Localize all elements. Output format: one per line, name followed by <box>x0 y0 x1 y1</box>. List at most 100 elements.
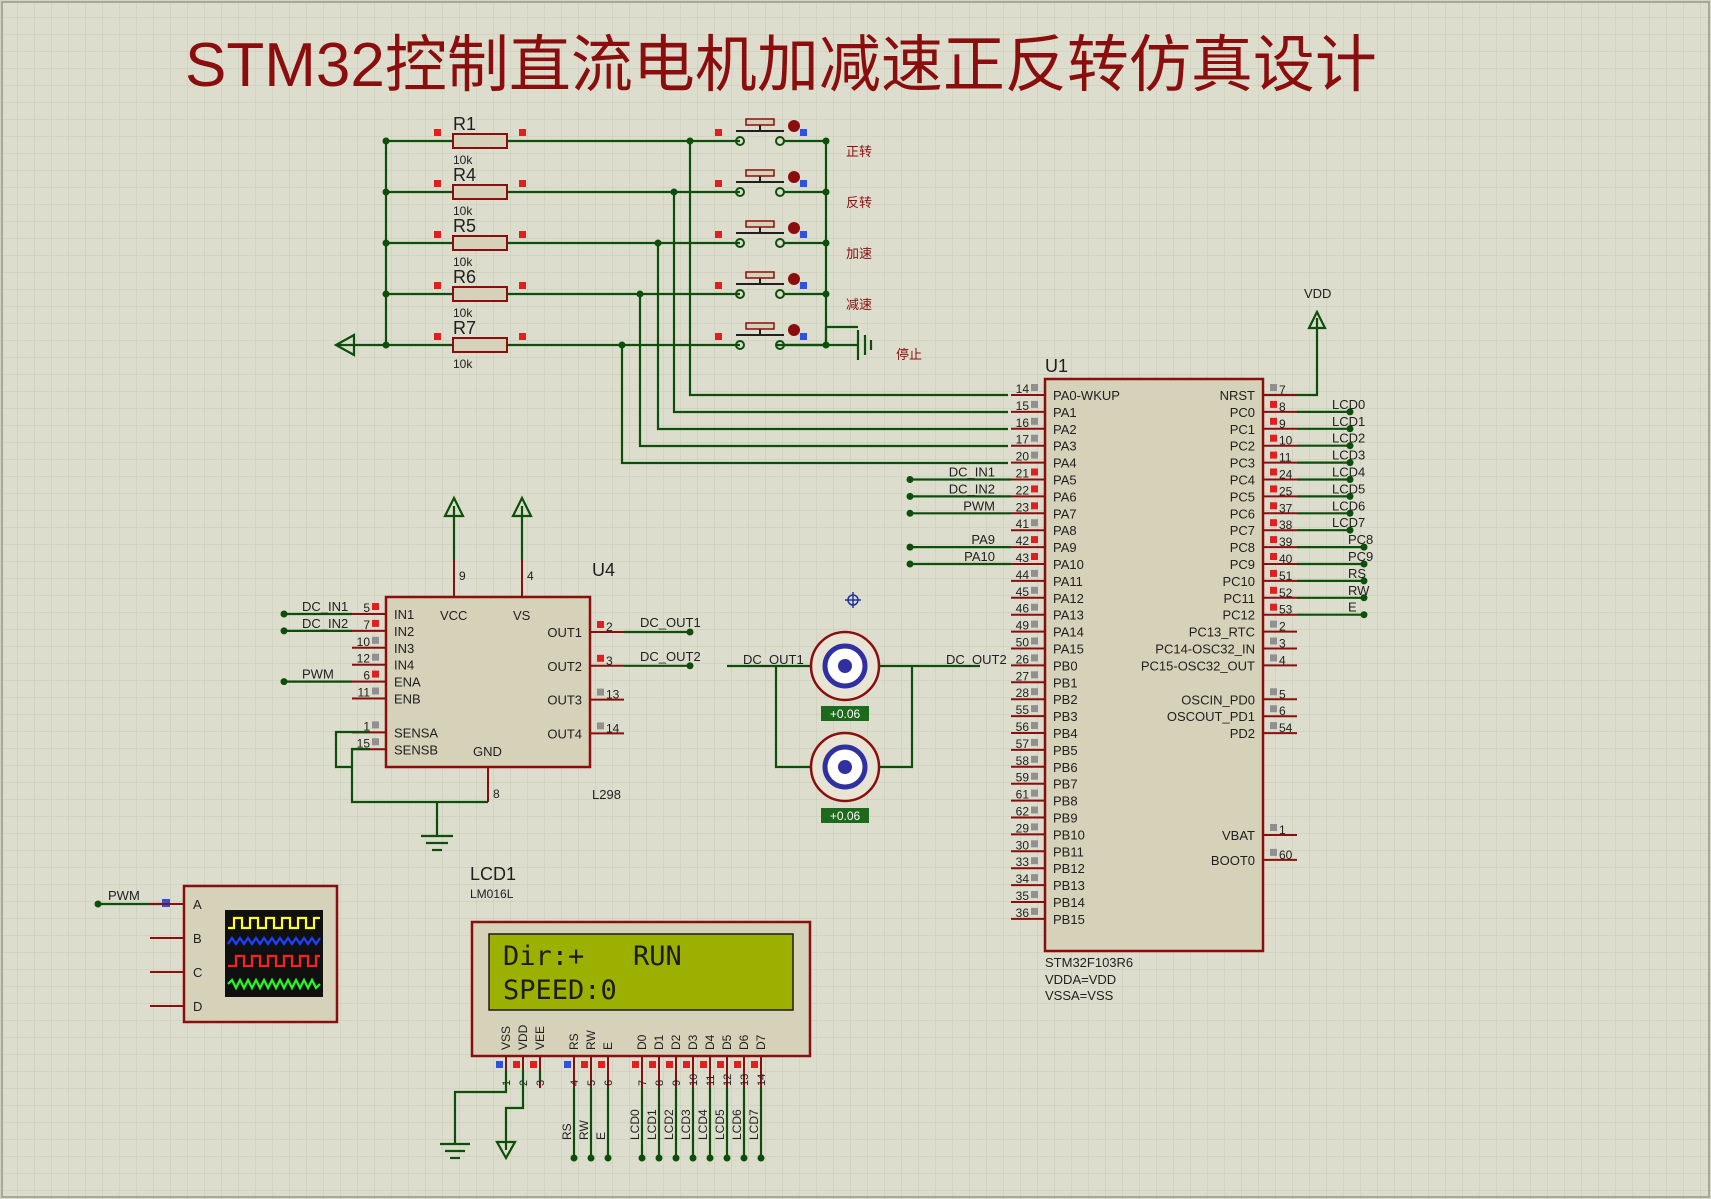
motor-2[interactable]: +0.06 <box>809 731 881 823</box>
net-label: LCD2 <box>662 1109 676 1140</box>
push-button-4[interactable] <box>715 271 830 299</box>
resistor-r1[interactable] <box>452 133 508 149</box>
pin-number: 42 <box>1016 534 1030 548</box>
pin-number: 57 <box>1016 737 1030 751</box>
button-label-5: 停止 <box>896 347 922 362</box>
pin-number: 3 <box>606 654 613 668</box>
pin-number: 9 <box>1279 417 1286 431</box>
resistor-r6[interactable] <box>452 286 508 302</box>
pin-name: VDD <box>516 1024 530 1050</box>
push-button-3[interactable] <box>715 220 830 248</box>
oscilloscope[interactable]: PWM A B C D <box>94 884 339 1024</box>
motor-1[interactable]: +0.06 <box>809 630 881 721</box>
resistor-r4[interactable] <box>452 184 508 200</box>
push-button-2[interactable] <box>715 169 830 197</box>
net-label: LCD3 <box>679 1109 693 1140</box>
lcd-pin-e[interactable]: E6E <box>594 1042 615 1162</box>
resistor-r7[interactable] <box>452 337 508 353</box>
lcd-module[interactable]: LCD1 LM016L Dir:+ RUN SPEED:0 VSS1VDD2VE… <box>470 864 812 1162</box>
push-button-5[interactable] <box>715 322 830 350</box>
resistor-r5[interactable] <box>452 235 508 251</box>
push-button-1[interactable] <box>715 118 830 146</box>
